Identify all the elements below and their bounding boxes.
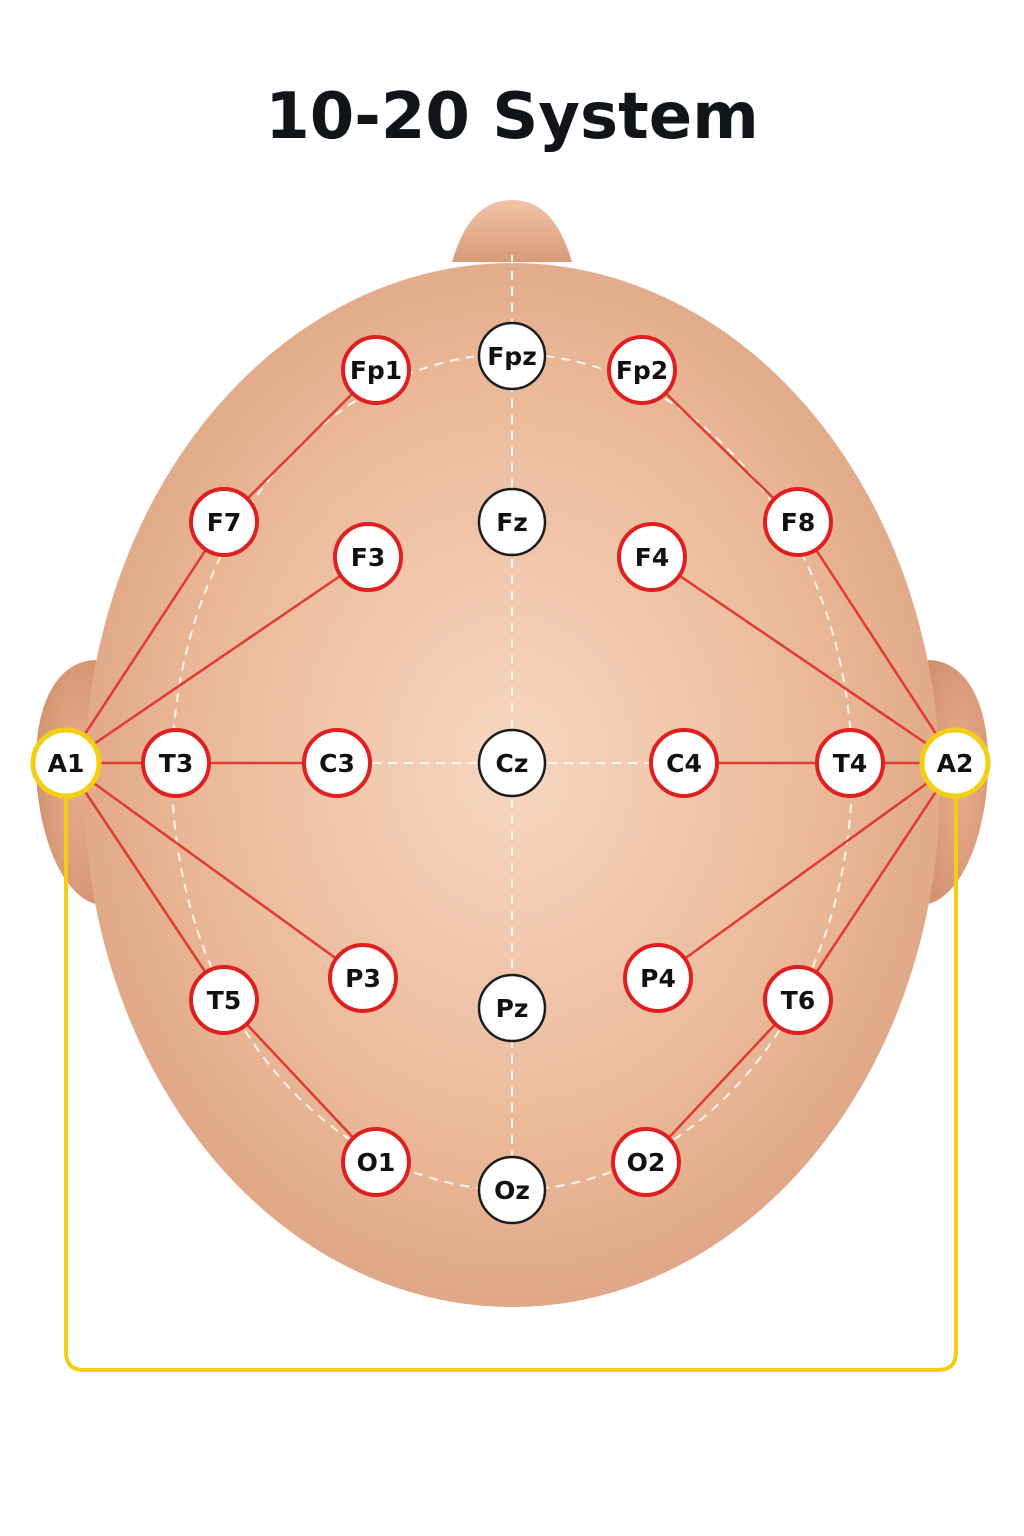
electrode-O2-label: O2 [627,1148,666,1177]
electrode-T4-marker [815,728,885,798]
electrode-C3[interactable]: C3 [302,728,372,798]
electrode-O1[interactable]: O1 [341,1127,411,1197]
electrode-O1-label: O1 [357,1148,396,1177]
electrode-O1-marker [341,1127,411,1197]
electrode-Oz-marker [477,1155,547,1225]
electrode-T5-marker [189,965,259,1035]
electrode-P4[interactable]: P4 [623,943,693,1013]
electrode-F4-marker [617,522,687,592]
electrode-Fz-label: Fz [496,508,528,537]
connection-T6-O2 [645,999,799,1163]
electrode-T6[interactable]: T6 [763,965,833,1035]
electrode-P3-marker [328,943,398,1013]
electrode-Pz[interactable]: Pz [477,973,547,1043]
connection-F7-Fp1 [223,369,377,523]
electrode-A1-marker [30,727,102,799]
electrode-C4[interactable]: C4 [649,728,719,798]
electrode-A2-label: A2 [937,749,974,778]
electrode-Fp2[interactable]: Fp2 [607,335,677,405]
connection-A1-F3 [65,555,369,765]
electrode-T6-marker [763,965,833,1035]
electrode-Fz-marker [477,487,547,557]
electrode-O2[interactable]: O2 [611,1127,681,1197]
electrode-Fp1[interactable]: Fp1 [341,335,411,405]
electrode-C4-marker [649,728,719,798]
electrode-T3-marker [141,728,211,798]
electrode-T3[interactable]: T3 [141,728,211,798]
electrode-F3-marker [333,522,403,592]
electrode-F4-label: F4 [635,543,669,572]
electrode-F3-label: F3 [351,543,385,572]
electrode-Pz-marker [477,973,547,1043]
electrode-Cz-label: Cz [496,749,529,778]
electrode-P3-label: P3 [345,964,381,993]
electrode-Fp2-marker [607,335,677,405]
electrode-A2[interactable]: A2 [919,727,991,799]
connection-A1-P3 [65,761,364,980]
nose [452,200,572,262]
reference-wire [64,790,958,1372]
electrode-F4[interactable]: F4 [617,522,687,592]
electrode-Fpz-marker [477,321,547,391]
connection-A2-F8 [796,521,957,764]
electrode-F3[interactable]: F3 [333,522,403,592]
electrode-T5-label: T5 [207,986,241,1015]
electrode-Oz-label: Oz [494,1176,530,1205]
electrode-Fp1-label: Fp1 [350,356,402,385]
electrode-P4-marker [623,943,693,1013]
electrode-C3-marker [302,728,372,798]
electrode-Cz-marker [477,728,547,798]
electrode-F8[interactable]: F8 [763,487,833,557]
connection-A1-T5 [64,762,226,1001]
electrode-T6-label: T6 [781,986,815,1015]
electrode-A1[interactable]: A1 [30,727,102,799]
electrode-F7-label: F7 [207,508,241,537]
electrode-C3-label: C3 [319,749,355,778]
electrode-F7-marker [189,487,259,557]
connection-A2-T6 [796,762,957,1001]
electrode-Pz-label: Pz [496,994,529,1023]
electrode-P4-label: P4 [640,964,676,993]
electrode-T4[interactable]: T4 [815,728,885,798]
electrode-P3[interactable]: P3 [328,943,398,1013]
electrode-T3-label: T3 [159,749,193,778]
electrode-T5[interactable]: T5 [189,965,259,1035]
electrode-A2-marker [919,727,991,799]
connection-T5-O1 [223,999,377,1163]
connection-A2-F4 [651,555,956,765]
electrode-F7[interactable]: F7 [189,487,259,557]
electrode-F8-marker [763,487,833,557]
electrode-Oz[interactable]: Oz [477,1155,547,1225]
electrode-A1-label: A1 [48,749,85,778]
electrode-T4-label: T4 [833,749,867,778]
electrode-Fpz-label: Fpz [487,342,537,371]
connection-A2-P4 [657,761,956,980]
connection-A1-F7 [64,521,226,764]
page-title: 10-20 System [265,80,759,154]
connection-F8-Fp2 [641,369,799,523]
electrode-F8-label: F8 [781,508,815,537]
electrode-Fp2-label: Fp2 [616,356,668,385]
electrode-C4-label: C4 [666,749,702,778]
electrode-Cz[interactable]: Cz [477,728,547,798]
electrode-O2-marker [611,1127,681,1197]
electrode-Fz[interactable]: Fz [477,487,547,557]
electrode-Fpz[interactable]: Fpz [477,321,547,391]
electrode-Fp1-marker [341,335,411,405]
